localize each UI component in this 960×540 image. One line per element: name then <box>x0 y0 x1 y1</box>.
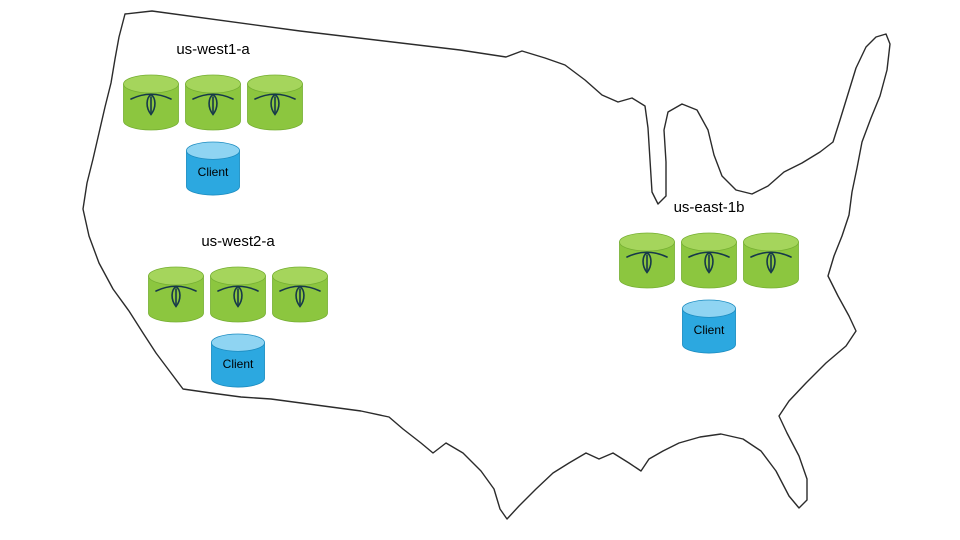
region-label: us-east-1b <box>673 199 745 216</box>
cockroach-node-icon <box>271 266 329 324</box>
node-row <box>147 266 329 324</box>
cockroach-node-icon <box>147 266 205 324</box>
client-label: Client <box>693 323 725 337</box>
cockroach-node-icon <box>184 74 242 132</box>
cockroach-node-icon <box>618 232 676 290</box>
cockroach-node-icon <box>209 266 267 324</box>
node-row <box>122 74 304 132</box>
region-us-west1-a: us-west1-a Client <box>122 40 304 198</box>
cockroach-node-icon <box>122 74 180 132</box>
client-node: Client <box>681 298 737 356</box>
cockroach-node-icon <box>680 232 738 290</box>
region-label: us-west1-a <box>176 41 250 58</box>
region-label: us-west2-a <box>201 233 275 250</box>
client-label: Client <box>222 357 254 371</box>
cockroach-node-icon <box>742 232 800 290</box>
cockroach-node-icon <box>246 74 304 132</box>
client-label: Client <box>197 165 229 179</box>
node-row <box>618 232 800 290</box>
region-us-east-1b: us-east-1b Client <box>616 198 802 356</box>
client-node: Client <box>210 332 266 390</box>
client-node: Client <box>185 140 241 198</box>
region-us-west2-a: us-west2-a Client <box>147 232 329 390</box>
